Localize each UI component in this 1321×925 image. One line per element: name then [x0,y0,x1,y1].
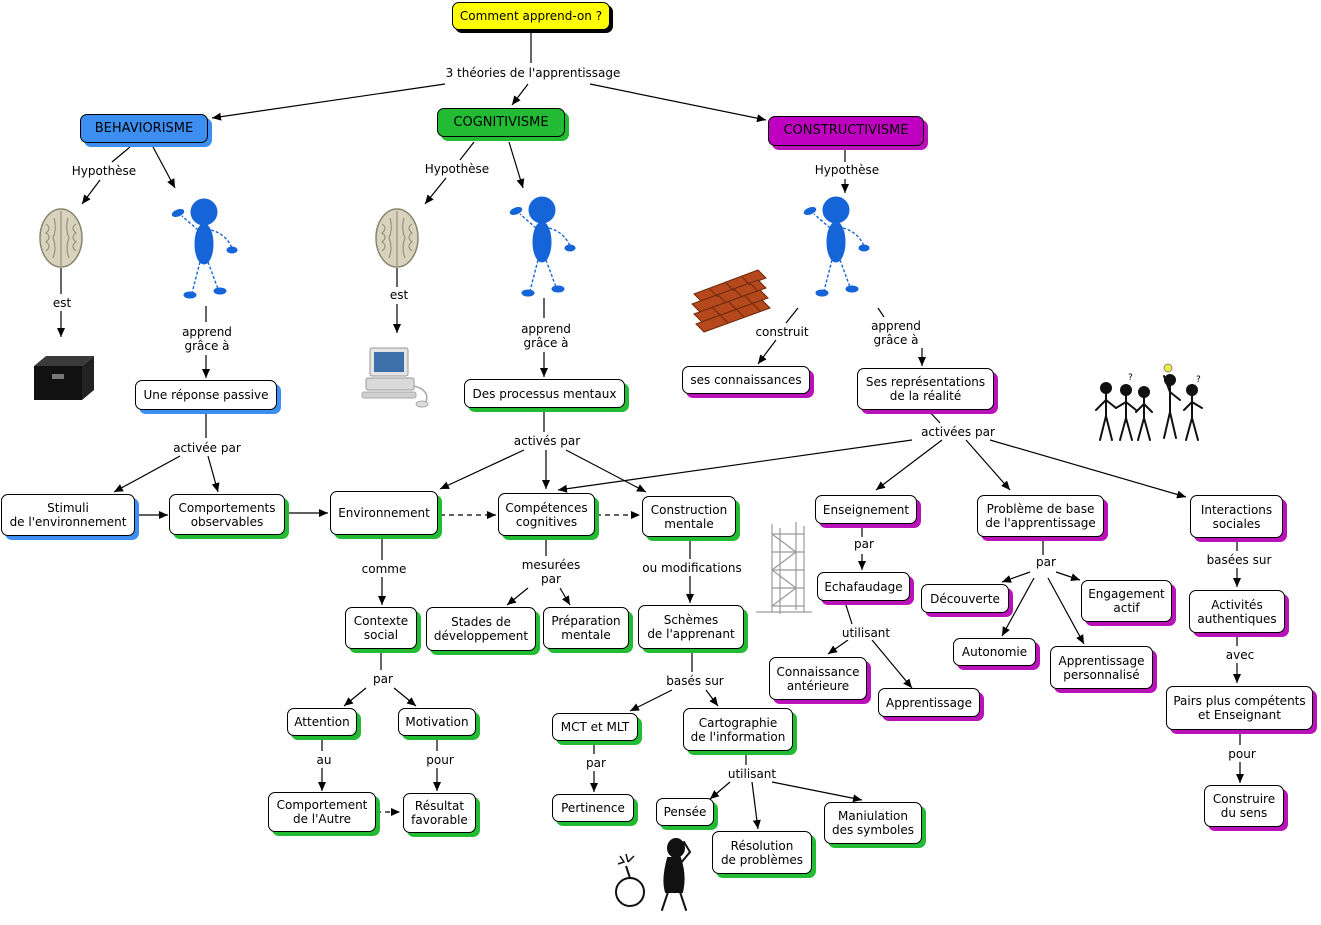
node-construire-du-sens[interactable]: Construire du sens [1204,785,1284,827]
label-mesurees-par: mesurées par [512,558,590,586]
label-hypothese-behaviorisme: Hypothèse [66,164,142,178]
label-actives-par: activés par [506,434,588,448]
label-par-enseignement: par [848,537,880,551]
node-preparation-mentale[interactable]: Préparation mentale [543,607,629,649]
people-group-icon: ? ? [1095,363,1203,441]
computer-icon [361,347,429,408]
brain-icon [39,208,83,268]
label-par-mct: par [580,756,612,770]
node-schemes-de-l-apprenant[interactable]: Schèmes de l'apprenant [638,605,744,649]
node-une-reponse-passive[interactable]: Une réponse passive [135,380,277,410]
black-box-icon [34,356,94,400]
label-avec: avec [1220,648,1260,662]
node-echafaudage[interactable]: Echafaudage [817,572,910,601]
label-par-contexte: par [367,672,399,686]
node-apprentissage-personnalise[interactable]: Apprentissage personnalisé [1050,646,1153,689]
stick-figure-icon [509,196,576,297]
node-interactions-sociales[interactable]: Interactions sociales [1190,495,1283,538]
node-motivation[interactable]: Motivation [398,708,476,736]
svg-text:?: ? [1196,375,1201,385]
node-pensee[interactable]: Pensée [656,798,714,826]
node-constructivisme[interactable]: CONSTRUCTIVISME [768,116,924,146]
node-pertinence[interactable]: Pertinence [552,794,634,822]
label-au: au [309,753,339,767]
node-comportements-observables[interactable]: Comportements observables [169,494,285,535]
node-stimuli[interactable]: Stimuli de l'environnement [1,494,135,536]
node-competences-cognitives[interactable]: Compétences cognitives [498,493,595,536]
node-comment-apprend-on[interactable]: Comment apprend-on ? [452,2,610,30]
thinker-bomb-icon [615,838,691,911]
node-activites-authentiques[interactable]: Activités authentiques [1189,590,1285,633]
label-ou-modifications: ou modifications [634,561,750,575]
node-resultat-favorable[interactable]: Résultat favorable [403,793,476,833]
label-pour-motivation: pour [419,753,461,767]
node-pairs-plus-competents[interactable]: Pairs plus compétents et Enseignant [1166,686,1313,730]
label-activees-par: activées par [912,425,1004,439]
scaffold-icon [756,522,812,614]
label-3-theories: 3 théories de l'apprentissage [438,66,628,80]
label-construit: construit [748,325,816,339]
node-ses-representations[interactable]: Ses représentations de la réalité [857,368,994,410]
label-comme: comme [354,562,414,576]
node-engagement-actif[interactable]: Engagement actif [1081,580,1172,622]
stick-figure-icon [171,198,238,299]
node-ses-connaissances[interactable]: ses connaissances [682,366,810,394]
node-probleme-de-base[interactable]: Problème de base de l'apprentissage [977,495,1104,537]
node-autonomie[interactable]: Autonomie [953,638,1036,666]
label-utilisant-echafaudage: utilisant [832,626,900,640]
node-des-processus-mentaux[interactable]: Des processus mentaux [464,379,625,408]
label-activee-par: activée par [164,441,250,455]
node-enseignement[interactable]: Enseignement [815,495,917,524]
label-apprend-grace-a-constructivisme: apprend grâce à [861,319,931,347]
node-mct-et-mlt[interactable]: MCT et MLT [552,713,638,741]
label-apprend-grace-a-cognitivisme: apprend grâce à [511,322,581,350]
node-decouverte[interactable]: Découverte [921,584,1009,613]
node-cognitivisme[interactable]: COGNITIVISME [437,108,565,137]
node-cartographie[interactable]: Cartographie de l'information [683,708,793,751]
label-apprend-grace-a-behaviorisme: apprend grâce à [172,325,242,353]
label-basees-sur: basées sur [1199,553,1279,567]
node-apprentissage[interactable]: Apprentissage [878,688,980,717]
connectors [57,32,1244,830]
label-utilisant-cartographie: utilisant [718,767,786,781]
label-par-probleme: par [1030,555,1062,569]
node-behaviorisme[interactable]: BEHAVIORISME [80,114,208,143]
label-est-cognitivisme: est [381,288,417,302]
svg-text:?: ? [1128,373,1133,383]
node-stades-de-developpement[interactable]: Stades de développement [426,607,536,651]
label-est-behaviorisme: est [44,296,80,310]
node-connaissance-anterieure[interactable]: Connaissance antérieure [769,657,867,700]
node-environnement[interactable]: Environnement [330,491,438,535]
node-attention[interactable]: Attention [287,708,357,736]
node-comportement-de-l-autre[interactable]: Comportement de l'Autre [268,792,376,832]
brick-wall-icon [691,269,771,333]
brain-icon [375,208,419,268]
label-pour-pairs: pour [1221,747,1263,761]
node-construction-mentale[interactable]: Construction mentale [642,496,736,537]
label-bases-sur: basés sur [658,674,732,688]
label-hypothese-constructivisme: Hypothèse [809,163,885,177]
node-contexte-social[interactable]: Contexte social [345,607,417,649]
node-resolution-de-problemes[interactable]: Résolution de problèmes [712,831,812,874]
stick-figure-icon [803,196,870,297]
label-hypothese-cognitivisme: Hypothèse [419,162,495,176]
node-maniulation-des-symboles[interactable]: Maniulation des symboles [824,802,922,844]
